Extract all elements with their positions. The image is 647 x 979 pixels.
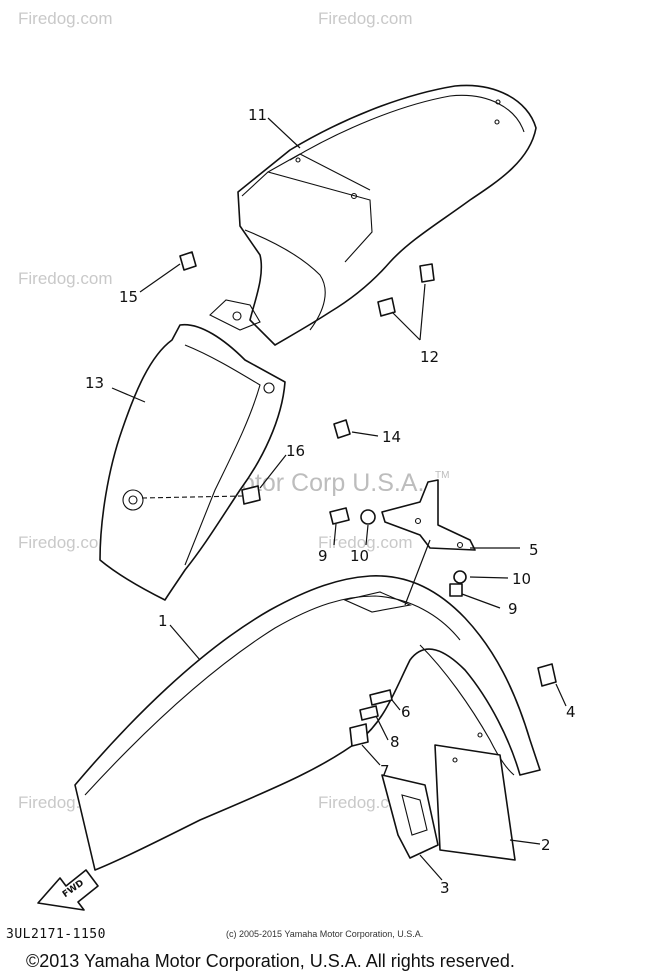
part-13-fender-panel bbox=[99, 323, 286, 601]
part-9-bolt bbox=[449, 583, 463, 597]
part-11-rear-fender bbox=[209, 84, 537, 346]
hardware bbox=[179, 251, 557, 747]
callout-label: 10 bbox=[350, 547, 369, 565]
callout-label: 2 bbox=[541, 836, 551, 854]
part-8-washer bbox=[359, 705, 379, 721]
callout-label: 1 bbox=[158, 612, 168, 630]
watermark-text: Firedog.com bbox=[318, 533, 412, 552]
diagram-code: 3UL2171-1150 bbox=[6, 927, 106, 942]
watermark-text: Firedog.com bbox=[18, 9, 112, 28]
watermark-text: Firedog.com bbox=[18, 533, 112, 552]
watermark-text: Firedog.com bbox=[318, 9, 412, 28]
callout-label: 10 bbox=[512, 570, 531, 588]
callout-label: 6 bbox=[401, 703, 411, 721]
callout-label: 11 bbox=[248, 106, 267, 124]
part-9-bolt bbox=[329, 507, 350, 525]
part-5-stay bbox=[381, 479, 476, 551]
watermark-text: Firedog.com bbox=[18, 269, 112, 288]
part-7-screw bbox=[349, 723, 369, 747]
callout-label: 9 bbox=[318, 547, 328, 565]
part-10-washer bbox=[360, 509, 376, 525]
part-3-bracket bbox=[381, 774, 439, 859]
part-12-grommet bbox=[377, 297, 396, 317]
callout-label: 12 bbox=[420, 348, 439, 366]
part-4-bolt bbox=[537, 663, 557, 687]
leader-lines bbox=[111, 117, 567, 881]
part-14-bolt bbox=[333, 419, 351, 439]
callout-label: 4 bbox=[566, 703, 576, 721]
callout-label: 7 bbox=[380, 762, 390, 780]
small-copyright: (c) 2005-2015 Yamaha Motor Corporation, … bbox=[226, 929, 424, 939]
callout-labels: 1 2 3 4 5 6 7 8 9 9 10 10 11 12 13 14 15… bbox=[85, 106, 576, 897]
callout-label: 16 bbox=[286, 442, 305, 460]
part-15-nut bbox=[179, 251, 197, 271]
callout-label: 8 bbox=[390, 733, 400, 751]
callout-label: 15 bbox=[119, 288, 138, 306]
callout-label: 14 bbox=[382, 428, 401, 446]
part-1-front-fender bbox=[74, 575, 541, 871]
callout-label: 13 bbox=[85, 374, 104, 392]
fwd-arrow-icon: FWD bbox=[37, 869, 99, 911]
callout-label: 9 bbox=[508, 600, 518, 618]
part-16-bolt bbox=[241, 485, 261, 505]
footer-copyright: ©2013 Yamaha Motor Corporation, U.S.A. A… bbox=[26, 951, 515, 971]
callout-label: 3 bbox=[440, 879, 450, 897]
callout-label: 5 bbox=[529, 541, 539, 559]
part-12-grommet bbox=[419, 263, 435, 283]
watermark-trademark: TM bbox=[435, 470, 449, 481]
part-10-washer bbox=[453, 570, 467, 584]
